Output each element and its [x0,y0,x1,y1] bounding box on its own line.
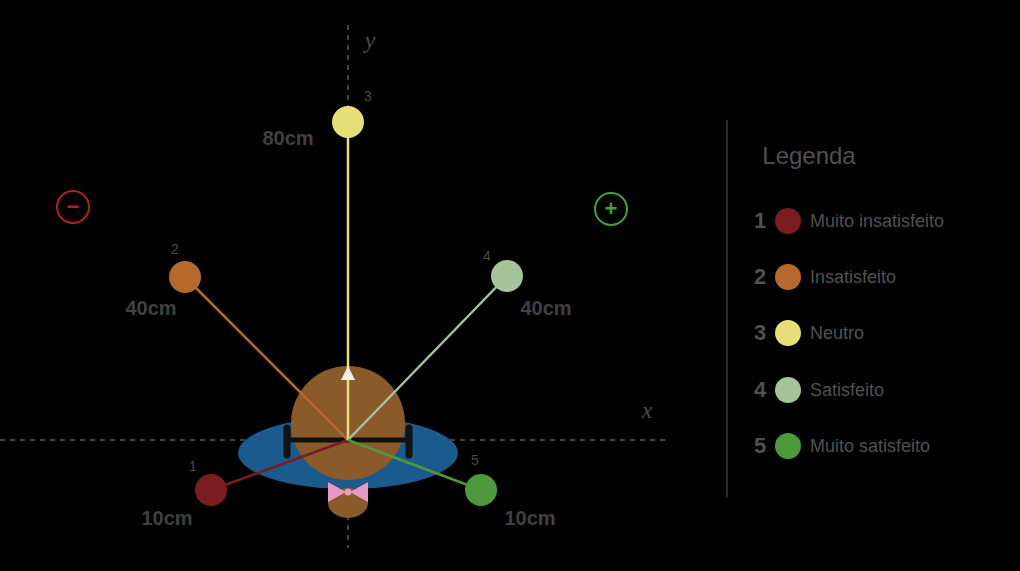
arm-end [284,428,291,455]
ray [348,276,507,440]
ray [185,277,348,440]
legend-swatch [775,320,801,346]
sign-circle: + [594,192,628,226]
legend-number: 1 [754,208,766,234]
ray [347,122,350,440]
x-axis [0,439,665,441]
rating-circle: 3 [332,106,364,138]
callout-number: 5 [471,452,479,468]
sign-symbol: + [605,198,618,220]
callout-number: 2 [171,241,179,257]
legend-divider [726,120,728,497]
legend-entry: Muito satisfeito [775,433,930,459]
distance-label: 40cm [125,297,176,320]
ray [348,440,481,490]
legend-entry: Neutro [775,320,864,346]
bow-tie [328,482,368,502]
distance-label: 40cm [520,297,571,320]
bow-knot [345,489,352,496]
legend-swatch [775,433,801,459]
callout-number: 4 [483,248,491,264]
legend-title: Legenda [762,142,855,170]
sign-symbol: − [67,196,80,218]
direction-arrow [341,366,355,380]
callout-number: 3 [364,88,372,104]
legend-text: Satisfeito [810,380,884,401]
legend-number: 5 [754,433,766,459]
rating-circle: 4 [491,260,523,292]
legend-number: 4 [754,377,766,403]
callout-number: 1 [189,458,197,474]
distance-label: 80cm [262,127,313,150]
rating-circle: 2 [169,261,201,293]
axis-label: x [642,397,653,424]
rating-circle: 5 [465,474,497,506]
legend-entry: Insatisfeito [775,264,896,290]
legend-swatch [775,377,801,403]
legend-entry: Muito insatisfeito [775,208,944,234]
ray [211,440,348,490]
legend-text: Insatisfeito [810,267,896,288]
legend-number: 3 [754,320,766,346]
distance-label: 10cm [504,507,555,530]
legend-text: Muito insatisfeito [810,211,944,232]
rating-circle: 1 [195,474,227,506]
legend-entry: Satisfeito [775,377,884,403]
axis-label: y [365,27,376,54]
legend-number: 2 [754,264,766,290]
arm-end [406,428,413,455]
legend-text: Muito satisfeito [810,436,930,457]
legend-swatch [775,264,801,290]
legend-text: Neutro [810,323,864,344]
sign-circle: − [56,190,90,224]
distance-label: 10cm [141,507,192,530]
legend-swatch [775,208,801,234]
